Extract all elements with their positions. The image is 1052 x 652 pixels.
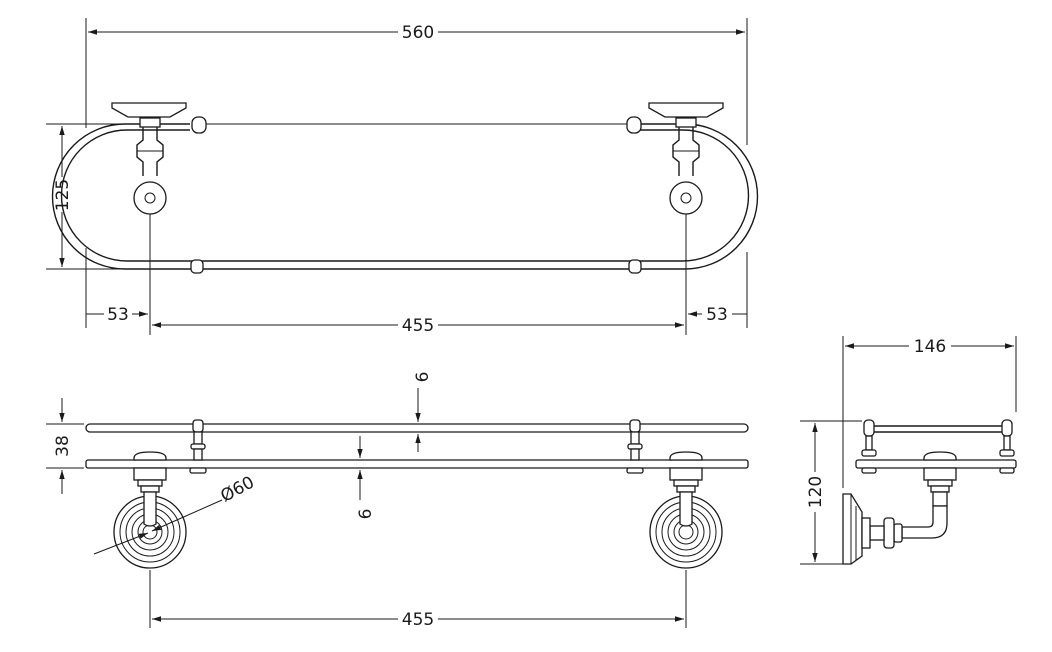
dim-glass-thickness-top: 6 [413, 372, 433, 383]
left-bracket-front [113, 451, 187, 569]
front-post-right [626, 419, 644, 474]
top-view: 560 125 53 455 53 [46, 18, 759, 336]
right-bracket-top [648, 102, 724, 215]
dim-top-depth: 125 [53, 179, 73, 211]
right-bracket-front [649, 451, 723, 569]
side-view: 146 120 [800, 336, 1017, 565]
dim-front-fixing-centers: 455 [402, 610, 434, 630]
front-post-left [189, 419, 207, 474]
dim-glass-thickness-bottom: 6 [356, 509, 376, 520]
front-view: 38 6 6 Ø60 455 [46, 372, 749, 630]
left-bracket-top [111, 102, 187, 215]
dim-top-left-offset: 53 [107, 305, 129, 325]
dim-side-height: 120 [806, 476, 826, 508]
dim-top-fixing-centers: 455 [402, 316, 434, 336]
dim-front-height: 38 [53, 435, 73, 457]
dim-rosette-diameter: Ø60 [217, 473, 257, 507]
dim-top-right-offset: 53 [706, 305, 728, 325]
dim-top-overall-width: 560 [402, 23, 434, 43]
dim-side-depth: 146 [914, 337, 946, 357]
